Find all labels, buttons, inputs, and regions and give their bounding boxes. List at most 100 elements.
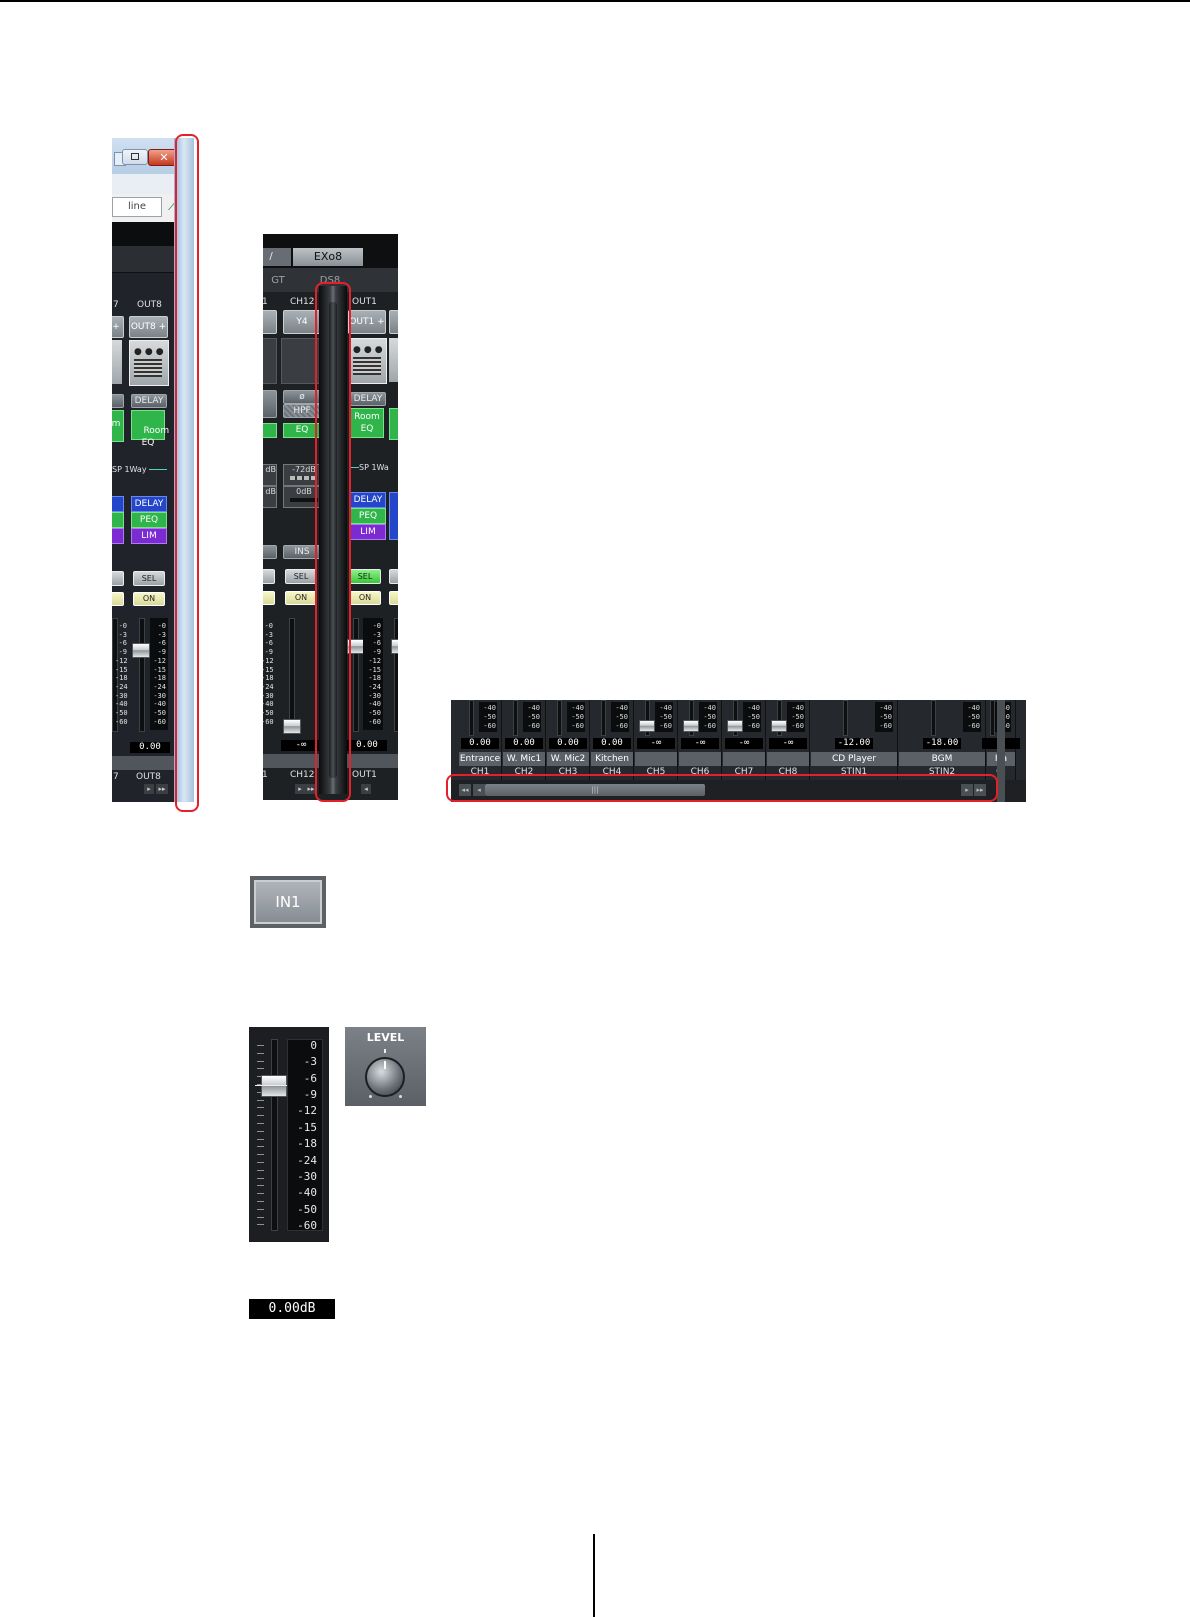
room-eq-block[interactable]: Room EQ	[131, 410, 169, 448]
sel-button-out1[interactable]: SEL	[349, 569, 381, 584]
channel-route-button-out8[interactable]: OUT8 +	[129, 316, 168, 338]
hpf-partial[interactable]	[263, 390, 277, 418]
scroll-end-button[interactable]: ▸▸	[156, 784, 168, 794]
fader-knob-partial-right[interactable]	[391, 639, 398, 654]
channel-strip: -40-50-60-∞CH7	[723, 700, 766, 780]
scale-label: -6	[372, 639, 381, 648]
room-eq-partial-right[interactable]	[389, 408, 398, 440]
room-eq-block-out1[interactable]: Room EQ	[350, 408, 384, 438]
sel-button-partial[interactable]	[263, 569, 275, 584]
channel-route-out1[interactable]: OUT1 +	[348, 310, 386, 334]
scale-label: -50	[791, 713, 804, 721]
output-patch-block-out1[interactable]: ●●●	[349, 338, 387, 384]
sel-button-7[interactable]	[112, 571, 124, 586]
channel-name[interactable]	[679, 752, 721, 766]
hpf-button[interactable]: HPF	[283, 404, 321, 418]
tab-partial[interactable]: /	[263, 248, 291, 266]
gain-bar-icon	[290, 498, 318, 502]
mini-fader-knob[interactable]	[639, 720, 655, 732]
pane-splitter-bar[interactable]	[319, 286, 347, 794]
level-readout-out1: 0.00	[347, 740, 387, 751]
lim-block[interactable]: LIM	[131, 528, 167, 544]
scale-label: -30	[368, 691, 381, 700]
channel-name[interactable]: W. Mic2	[547, 752, 589, 766]
eq-button[interactable]: EQ	[283, 423, 321, 438]
db-value-readout[interactable]: 0.00dB	[249, 1299, 335, 1319]
gain-box-partial-b[interactable]: dB	[263, 486, 277, 508]
peq-block-partial[interactable]	[112, 512, 124, 528]
on-button-partial-right[interactable]	[389, 591, 398, 605]
fader-knob[interactable]	[261, 1075, 287, 1097]
level-knob[interactable]	[365, 1057, 405, 1097]
on-button-7[interactable]	[112, 592, 124, 606]
mini-fader-knob[interactable]	[683, 720, 699, 732]
scroll-left-button[interactable]: ◂	[361, 784, 371, 794]
channel-strip: -40-50-60-∞CH5	[635, 700, 678, 780]
delay-block-partial[interactable]	[112, 496, 124, 512]
delay-block-top-partial[interactable]	[112, 394, 124, 408]
subtab-ds8[interactable]: DS8	[319, 275, 341, 286]
delay-block-out1[interactable]: DELAY	[350, 492, 386, 508]
mini-fader-knob[interactable]	[727, 720, 743, 732]
scale-label: -0	[157, 622, 166, 630]
fader-knob-ch12[interactable]	[283, 719, 301, 734]
scroll-first-button[interactable]: ◂◂	[459, 784, 471, 796]
room-eq-block-partial[interactable]: m	[112, 410, 124, 442]
channel-name[interactable]: Entrance	[459, 752, 501, 766]
scroll-thumb[interactable]: |||	[485, 784, 705, 796]
scroll-right-button[interactable]: ▸	[295, 784, 305, 794]
scroll-left-button[interactable]: ◂	[473, 784, 485, 796]
channel-route-partial[interactable]	[263, 310, 277, 334]
on-button-out8[interactable]: ON	[133, 592, 165, 606]
peq-block[interactable]: PEQ	[131, 512, 167, 528]
in1-button[interactable]: IN1	[250, 876, 326, 928]
eq-partial[interactable]	[263, 423, 277, 438]
channel-name[interactable]	[723, 752, 765, 766]
lim-block-partial[interactable]	[112, 528, 124, 544]
channel-name[interactable]	[635, 752, 677, 766]
tab-exo8[interactable]: EXo8	[293, 248, 363, 266]
mini-fader-knob[interactable]	[771, 720, 787, 732]
mini-fader-track	[843, 700, 848, 736]
fader-knob-out8[interactable]	[132, 643, 150, 658]
on-button-partial[interactable]	[263, 591, 275, 605]
channel-route-partial-right[interactable]	[389, 310, 398, 334]
channel-name[interactable]: BGM	[899, 752, 985, 766]
channel-name[interactable]	[767, 752, 809, 766]
delay-block-top[interactable]: DELAY	[131, 394, 167, 408]
delay-block-top-out1[interactable]: DELAY	[350, 392, 386, 406]
gain-bar-icon	[290, 476, 318, 480]
ins-button-partial[interactable]	[263, 545, 277, 559]
input-patch-block-partial[interactable]	[263, 338, 277, 384]
channel-route-button-7[interactable]: +	[112, 316, 124, 338]
scale-label: -40	[368, 700, 381, 709]
output-patch-block[interactable]: ●●●	[129, 340, 169, 386]
menu-strip	[112, 174, 194, 194]
maximize-button[interactable]	[122, 149, 148, 165]
sel-button-out8[interactable]: SEL	[133, 571, 165, 586]
channel-name[interactable]: W. Mic1	[503, 752, 545, 766]
online-offline-button[interactable]: line	[112, 197, 162, 217]
on-button-ch12[interactable]: ON	[285, 591, 317, 605]
lim-block-out1[interactable]: LIM	[350, 524, 386, 540]
scroll-end-button[interactable]: ▸▸	[305, 784, 317, 794]
scale-tick	[257, 1060, 264, 1062]
scroll-right-button[interactable]: ▸	[961, 784, 973, 796]
output-patch-block-partial[interactable]	[112, 340, 122, 384]
scale-label: -12	[368, 656, 381, 665]
peq-block-out1[interactable]: PEQ	[350, 508, 386, 524]
sel-button-ch12[interactable]: SEL	[285, 569, 317, 584]
sel-button-partial-right[interactable]	[389, 569, 398, 584]
subtab-gt[interactable]: GT	[271, 275, 285, 286]
close-icon: ✕	[159, 151, 169, 164]
delay-partial-right[interactable]	[389, 492, 398, 540]
on-button-out1[interactable]: ON	[349, 591, 381, 605]
scroll-right-button[interactable]: ▸	[144, 784, 154, 794]
channel-name[interactable]: Kitchen	[591, 752, 633, 766]
channel-name[interactable]: CD Player	[811, 752, 897, 766]
output-patch-block-partial-right[interactable]	[389, 338, 398, 382]
gain-box-partial-a[interactable]: dB	[263, 464, 277, 486]
window-edge-strip[interactable]	[174, 138, 194, 802]
scroll-end-button[interactable]: ▸▸	[974, 784, 986, 796]
delay-block[interactable]: DELAY	[131, 496, 167, 512]
